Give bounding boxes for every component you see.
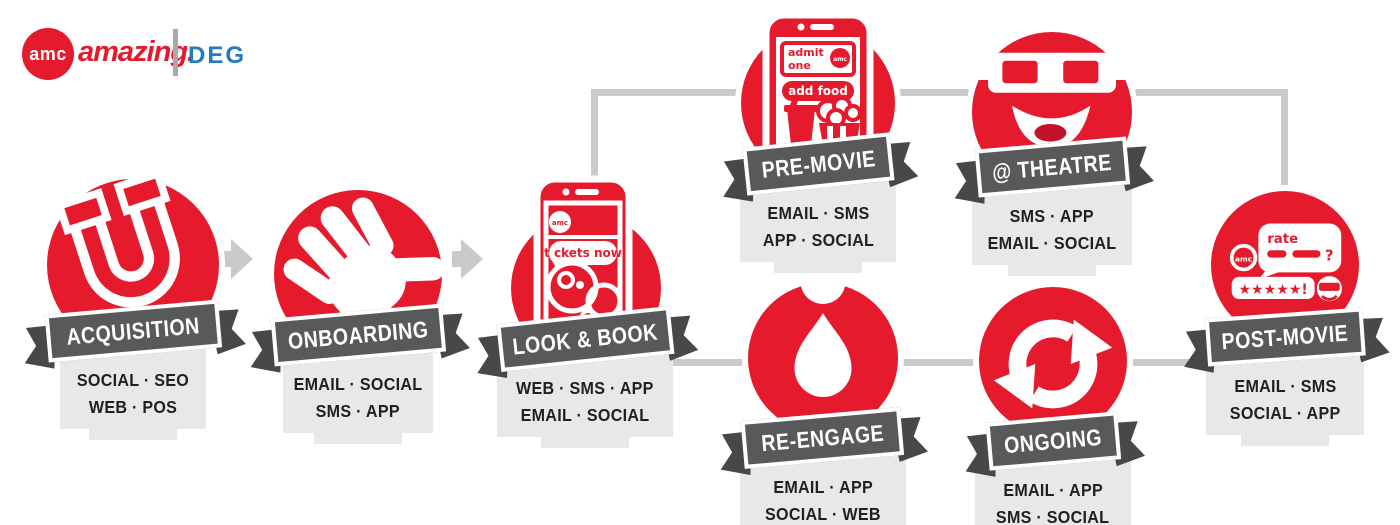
- refresh-cycle-icon: [993, 319, 1113, 409]
- channel-line: WEB · SMS · APP: [516, 378, 654, 398]
- channel-line: EMAIL · SMS: [1233, 376, 1337, 396]
- acquisition-channels: SOCIAL · SEO WEB · POS: [60, 343, 206, 440]
- waving-hand-icon: [283, 197, 442, 323]
- question-mark: ?: [1325, 248, 1334, 265]
- channel-line: SMS · SOCIAL: [996, 507, 1110, 525]
- magnet-icon: [54, 179, 180, 308]
- channel-line: SOCIAL · SEO: [76, 370, 190, 390]
- arrow-right-icon: [452, 239, 483, 279]
- deg-logo: DEG: [188, 42, 247, 69]
- amc-badge-text: amc: [552, 219, 568, 227]
- emoji-3d-glasses: [1316, 276, 1342, 302]
- connector-lookbook-premovie-horizontal: [591, 89, 749, 96]
- channel-line: SMS · APP: [1009, 206, 1095, 226]
- amc-logo-icon: amc: [22, 28, 74, 80]
- channel-line: EMAIL · SOCIAL: [987, 233, 1117, 253]
- amc-badge-text: amc: [1235, 254, 1252, 263]
- connector-premovie-theatre: [886, 89, 984, 96]
- channel-line: EMAIL · APP: [1003, 480, 1103, 500]
- channel-line: EMAIL · SOCIAL: [520, 405, 650, 425]
- admit-one-line1: admit: [788, 46, 824, 59]
- channel-line: WEB · POS: [88, 397, 178, 417]
- connector-bottom-row: [650, 359, 1242, 366]
- channel-line: EMAIL · SMS: [766, 203, 870, 223]
- channel-line: SOCIAL · WEB: [765, 504, 881, 524]
- arrow-right-icon: [222, 239, 253, 279]
- channel-line: APP · SOCIAL: [762, 230, 874, 250]
- tickets-now-button: tickets now: [544, 246, 622, 260]
- channel-line: SMS · APP: [315, 401, 401, 421]
- droplet-icon: [794, 283, 852, 433]
- admit-one-line2: one: [788, 59, 811, 72]
- logo-divider: [173, 29, 178, 76]
- channel-line: EMAIL · SOCIAL: [293, 374, 423, 394]
- ongoing-circle: [979, 287, 1127, 435]
- connector-theatre-postmovie-horizontal: [1122, 89, 1288, 96]
- amc-badge-text: amc: [833, 56, 847, 63]
- channel-line: EMAIL · APP: [773, 477, 873, 497]
- connector-theatre-postmovie-vertical: [1281, 89, 1288, 197]
- stars-text: ★★★★★!: [1238, 282, 1307, 298]
- rate-chat-icon: amc rate ? ★★★★★!: [1229, 223, 1342, 302]
- channel-line: SOCIAL · APP: [1229, 403, 1341, 423]
- face-3d-glasses-icon: [972, 52, 1132, 148]
- connector-lookbook-premovie-vertical: [591, 92, 598, 196]
- add-food-button: add food: [788, 84, 848, 98]
- rate-text: rate: [1267, 232, 1298, 247]
- amc-logo-text: amc: [29, 43, 67, 64]
